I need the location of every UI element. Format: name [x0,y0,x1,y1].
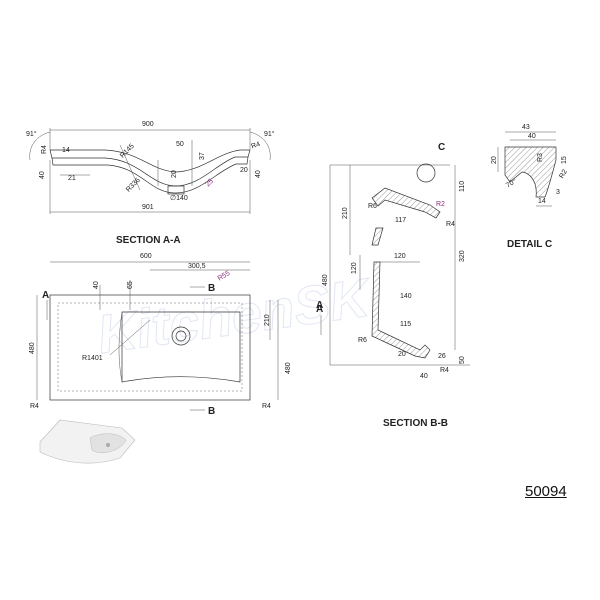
plan-inner-hidden [57,302,243,392]
dim-600: 600 [140,253,152,260]
dim-14: 14 [62,147,70,154]
section-aa-profile-inner [51,156,249,194]
section-bb-small-profile [371,227,384,246]
dim-117: 117 [395,217,406,224]
dim-r145: R145 [119,143,136,160]
dim-r4-bottom: R4 [440,367,449,374]
dim-900: 900 [142,121,154,128]
plan-view: 600 300,5 40 65 R55 210 480 480 R1401 R4… [29,253,323,417]
dim-r4-top: R4 [446,221,455,228]
detail-c-profile [504,146,557,198]
dim-901: 901 [142,204,154,211]
section-aa-view: 900 901 91° 91° R4 R4 14 40 21 R145 R336… [26,121,275,246]
dim-20: 20 [398,351,406,358]
dim-300-5: 300,5 [188,263,206,270]
plan-bowl [121,311,241,383]
dim-r4-left: R4 [41,145,48,154]
dim-r2-top: R2 [436,201,445,208]
detail-c-view: 43 40 20 R3 15 R2 3 14 70° DETAIL C [491,124,569,250]
dim-21-label: 21 [68,175,76,182]
view-marker-a: A [316,300,323,311]
dim-3: 3 [556,189,560,196]
dim-r6-bottom: R6 [358,337,367,344]
watermark: KitchenSK [94,267,377,365]
section-aa-top-edge [50,149,250,173]
cut-marker-b-bottom: B [208,406,215,417]
dim-r3: R3 [537,153,544,162]
dim-r55: R55 [217,270,232,283]
dim-40-right: 40 [255,170,262,178]
dim-40: 40 [93,281,100,289]
dim-r4-plan-left: R4 [30,403,39,410]
dim-320: 320 [459,250,466,262]
dim-r336: R336 [125,177,142,194]
dim-r4-plan-right: R4 [262,403,271,410]
dim-480: 480 [322,274,329,286]
dim-15: 15 [561,156,568,164]
dim-26: 26 [438,353,446,360]
plan-outline [49,294,251,401]
dim-14-detail: 14 [538,198,546,205]
dim-angle-right: 91° [264,130,275,138]
dim-120-vert: 120 [351,262,358,274]
section-aa-profile [49,149,251,187]
dim-40-left: 40 [39,171,46,179]
dim-20-right: 20 [240,167,248,174]
dim-20-detail: 20 [491,156,498,164]
dim-480-right: 480 [285,362,292,374]
dim-210: 210 [342,207,349,219]
dim-20-mid: 20 [171,170,178,178]
dim-r4-right: R4 [250,141,261,151]
dim-480-left: 480 [29,342,36,354]
cut-marker-a-right: A [316,304,323,315]
section-aa-title: SECTION A-A [116,235,181,246]
dim-40-detail: 40 [528,133,536,140]
drain-outlet [167,185,185,195]
leader-r1401 [109,319,151,356]
sink-3d-render [39,419,136,464]
section-bb-bowl-profile [371,261,431,359]
dim-140: 140 [400,293,412,300]
dim-70-deg: 70° [505,177,518,189]
dim-r2: R2 [558,168,569,179]
cut-marker-b-top: B [208,283,215,294]
cut-marker-a-left: A [42,290,49,301]
dim-43: 43 [522,124,530,131]
drawing-code: 50094 [525,483,567,500]
dim-110: 110 [459,181,466,192]
plan-bowl-curve [118,311,123,383]
detail-ref-c: C [438,142,445,153]
detail-c-callout [416,163,436,183]
angle-arc-left [29,131,51,161]
dim-210: 210 [264,314,271,326]
dim-115: 115 [400,321,411,328]
section-bb-top-profile [371,187,441,219]
section-bb-title: SECTION B-B [383,418,448,429]
dim-dia-140: ∅140 [170,195,188,202]
plan-drain-outer [171,326,191,346]
angle-arc-right [249,131,271,161]
plan-drain-inner [175,330,187,342]
dim-65: 65 [127,281,134,289]
dim-40: 40 [420,373,428,380]
dim-r6-top: R6 [368,203,377,210]
dim-37: 37 [199,152,206,160]
dim-50: 50 [176,141,184,148]
section-bb-view: C A 110 210 120 480 320 117 R6 R4 R2 120… [316,142,470,429]
dim-25: 25 [204,178,215,189]
dim-r1401: R1401 [82,355,103,362]
dim-50: 50 [459,356,466,364]
detail-c-title: DETAIL C [507,239,552,250]
dim-120-horiz: 120 [394,253,406,260]
leader-r145 [119,144,141,191]
dim-angle-left: 91° [26,130,37,138]
